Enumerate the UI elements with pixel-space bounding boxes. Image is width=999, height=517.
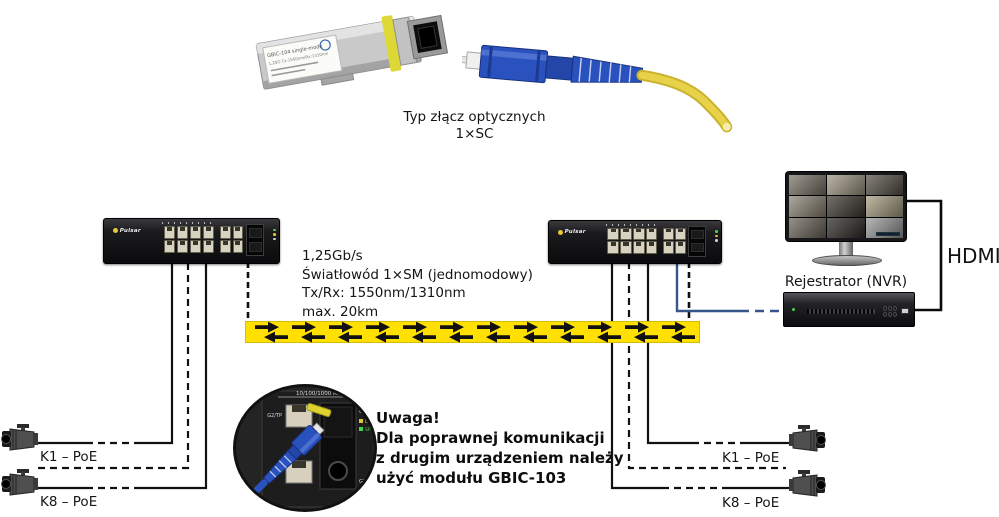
spec-line-fiber-type: Światłowód 1×SM (jednomodowy) [302,266,533,283]
sfp-module-image: GBIC-104 single-mode 1,25G Tx:1550nm/Rx:… [255,14,449,90]
switch-left-sfp-slot [245,224,264,257]
uplink-port [232,226,244,239]
switch-left: Pulsar [103,218,280,264]
nvr-front-vents [807,308,875,314]
cctv-tile [827,175,865,196]
notice-line-2: Dla poprawnej komunikacji [376,429,605,447]
uplink-port [220,226,231,239]
rj45-port [189,240,202,254]
sfp-latch [381,15,402,72]
uplink-port [232,240,244,254]
nvr-caption: Rejestrator (NVR) [784,274,908,290]
brand-logo-text: Pulsar [564,229,586,236]
rj45-port [163,226,176,239]
rj45-port [633,241,645,254]
fiber-direction-arrows [255,321,695,343]
sfp-closeup-magnifier: 10/100/1000 Mb/s G2/TP [233,384,377,512]
switch-right-sfp-slot [688,226,706,257]
notice-text: Uwaga! Dla poprawnej komunikacji z drugi… [376,408,624,488]
notice-line-4: użyć modułu GBIC-103 [376,469,567,487]
rj45-port [202,240,215,254]
spec-line-distance: max. 20km [302,303,379,320]
spec-line-bitrate: 1,25Gb/s [302,248,363,264]
camera-right-k8-label: K8 – PoE [722,495,780,511]
cctv-monitor [785,171,907,242]
closeup-port-tp-label: G2/TP [267,413,282,419]
cctv-tile [865,196,903,217]
sfp-closeup-image: 10/100/1000 Mb/s G2/TP [236,387,376,509]
camera-left-k1-label: K1 – PoE [40,449,98,465]
rj45-port [607,227,619,240]
rj45-port [620,227,632,240]
switch-right: Pulsar [548,220,722,264]
connector-caption: Typ złącz optycznych [403,109,546,125]
cctv-tile [789,175,827,196]
switch-right-leds [715,230,718,242]
notice-line-1: Uwaga! [376,409,440,427]
notice-line-3: z drugim urządzeniem należy [376,449,624,467]
uplink-port [663,227,674,240]
camera-right-k1 [789,425,826,452]
switch-left-uplink-ports [220,226,244,254]
switch-right-logo: Pulsar [557,229,586,236]
camera-left-k8 [1,469,38,496]
monitor-stand [839,242,853,256]
connector-subcaption: 1×SC [455,126,494,142]
brand-logo-icon [557,229,563,235]
monitor-osd-bar [876,232,900,236]
camera-right-k8 [789,470,826,497]
closeup-speed-label: SPEED [365,427,376,433]
spec-line-txrx: Tx/Rx: 1550nm/1310nm [302,285,466,301]
nvr-buttons [883,305,898,317]
nvr-power-led [791,307,795,311]
rj45-port [633,227,645,240]
hdmi-label: HDMI [947,244,999,268]
uplink-port [675,227,686,240]
brand-logo-icon [112,228,118,234]
nvr-device [783,292,915,327]
rj45-port [189,226,202,239]
uplink-port [675,241,686,254]
rj45-port [163,240,176,254]
uplink-port [220,240,231,254]
brand-logo-text: Pulsar [119,227,141,234]
switch-right-poe-ports [607,227,658,254]
rj45-port [607,241,619,254]
camera-left-k8-label: K8 – PoE [40,494,98,510]
cctv-tile [789,196,827,217]
rj45-port [202,226,215,239]
fiber-spec-text: 1,25Gb/s Światłowód 1×SM (jednomodowy) T… [302,247,533,321]
cctv-tile [827,217,865,238]
switch-left-leds [273,228,276,241]
cctv-tile [865,175,903,196]
camera-left-k1 [1,424,38,451]
monitor-base [812,255,882,266]
closeup-speed-note: 10/100/1000 Mb/s [296,391,346,397]
rj45-port [176,226,189,239]
camera-right-k1-label: K1 – PoE [722,450,780,466]
rj45-port [646,241,658,254]
fiber-link-band [245,321,700,343]
port-number-ticks [605,223,658,226]
rj45-port [646,227,658,240]
rj45-port [620,241,632,254]
switch-left-poe-ports [163,226,215,254]
sc-connector-image [462,44,733,133]
uplink-port [663,241,674,254]
rj45-port [176,240,189,254]
cctv-tile [827,196,865,217]
cctv-grid [789,175,903,238]
port-number-ticks [161,221,215,224]
cctv-tile [789,217,827,238]
switch-right-uplink-ports [663,227,686,254]
nvr-usb-port [900,307,909,314]
switch-left-logo: Pulsar [112,227,141,234]
